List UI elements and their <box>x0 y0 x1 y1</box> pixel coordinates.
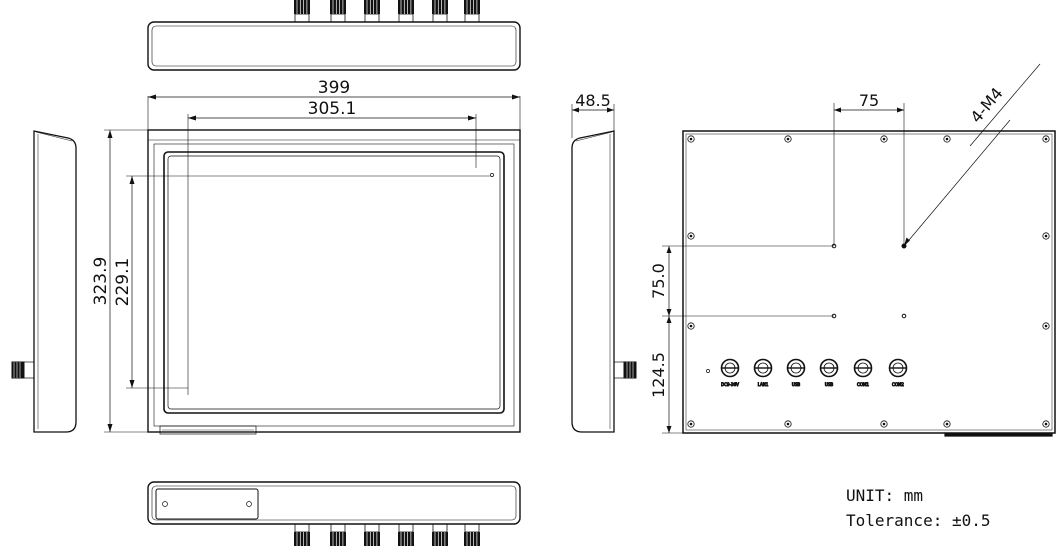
hole-callout-label: 4-M4 <box>967 84 1007 127</box>
right-side-view <box>571 130 637 433</box>
dim-width-label: 399 <box>318 78 350 98</box>
rear-bottom-foot <box>944 433 1053 437</box>
front-bezel <box>147 129 521 433</box>
dim-hole-spacing-h: 75 <box>833 91 905 246</box>
hole-callout: 4-M4 <box>903 63 1041 247</box>
rear-screws <box>687 135 1050 428</box>
front-bottom-tab <box>159 425 257 435</box>
left-side-view <box>11 130 77 433</box>
rear-led <box>706 369 710 373</box>
screw <box>1042 135 1050 143</box>
screw <box>687 420 695 428</box>
drawing-notes: UNIT: mm Tolerance: ±0.5 <box>846 486 991 530</box>
bottom-view-body-inner <box>151 485 517 521</box>
front-indicator-led <box>490 173 494 177</box>
screw <box>943 135 951 143</box>
connector <box>464 523 480 546</box>
dim-screen-width: 305.1 <box>187 99 477 395</box>
right-side-body <box>571 130 615 433</box>
screw <box>880 420 888 428</box>
screw <box>943 420 951 428</box>
unit-note: UNIT: mm <box>846 486 923 505</box>
rear-port-label: DC9-36V <box>721 382 739 387</box>
bottom-view-body <box>147 481 521 525</box>
screw <box>1042 322 1050 330</box>
dim-height: 323.9 <box>91 129 148 433</box>
connector <box>364 0 380 23</box>
dim-hole-spacing-v-label: 75.0 <box>649 263 668 299</box>
top-view-body <box>147 21 521 71</box>
rear-port: DC9-36V <box>721 358 740 388</box>
rear-panel <box>682 130 1056 434</box>
rear-port-label: COM2 <box>892 382 904 387</box>
dim-depth: 48.5 <box>571 91 615 138</box>
front-view <box>147 129 521 435</box>
tolerance-note: Tolerance: ±0.5 <box>846 511 991 530</box>
front-screen-inner <box>167 155 501 410</box>
dim-io-offset: 124.5 <box>649 316 683 434</box>
rear-port-label: USB <box>825 382 833 387</box>
connector <box>330 0 346 23</box>
rear-port-label: COM1 <box>857 382 869 387</box>
connector <box>294 0 310 23</box>
rear-port: COM2 <box>888 358 908 388</box>
top-view-body-inner <box>151 25 517 67</box>
dim-screen-height: 229.1 <box>113 175 490 389</box>
front-screen-outer <box>163 151 505 414</box>
top-view-connectors <box>294 0 480 23</box>
mounting-holes <box>831 243 907 319</box>
dim-screen-height-label: 229.1 <box>113 258 133 307</box>
connector <box>398 523 414 546</box>
screw <box>784 420 792 428</box>
screw <box>687 322 695 330</box>
rear-io-ports: DC9-36V LAN1 USB USB COM1 COM2 <box>721 358 908 388</box>
bottom-view-connectors <box>294 523 480 546</box>
rear-port: LAN1 <box>753 358 773 388</box>
rear-view: DC9-36V LAN1 USB USB COM1 COM2 <box>682 130 1056 437</box>
connector <box>294 523 310 546</box>
rear-port-label: USB <box>792 382 800 387</box>
rear-port: COM1 <box>853 358 873 388</box>
left-side-body <box>33 130 77 433</box>
rear-panel-inner <box>685 133 1053 431</box>
left-side-connector <box>11 361 35 379</box>
bottom-view-cover-plate <box>155 488 259 520</box>
screw <box>880 135 888 143</box>
connector <box>364 523 380 546</box>
dim-width: 399 <box>147 78 521 130</box>
mounting-hole <box>901 313 907 319</box>
rear-port: USB <box>819 358 839 388</box>
dim-height-label: 323.9 <box>91 257 111 306</box>
front-frame <box>153 143 515 427</box>
connector <box>464 0 480 23</box>
dim-io-offset-label: 124.5 <box>649 352 668 398</box>
rear-port: USB <box>786 358 806 388</box>
screw <box>1042 420 1050 428</box>
screw <box>784 135 792 143</box>
dim-hole-spacing-h-label: 75 <box>859 91 879 110</box>
top-view <box>147 0 521 71</box>
connector <box>398 0 414 23</box>
dim-screen-width-label: 305.1 <box>308 99 357 119</box>
rear-port-label: LAN1 <box>758 382 769 387</box>
dim-depth-label: 48.5 <box>575 91 611 110</box>
bottom-view <box>147 481 521 546</box>
right-side-connector <box>613 361 637 379</box>
connector <box>330 523 346 546</box>
screw <box>687 232 695 240</box>
connector <box>432 523 448 546</box>
dim-hole-spacing-v: 75.0 <box>649 245 834 317</box>
screw <box>1042 232 1050 240</box>
connector <box>432 0 448 23</box>
screw <box>687 135 695 143</box>
